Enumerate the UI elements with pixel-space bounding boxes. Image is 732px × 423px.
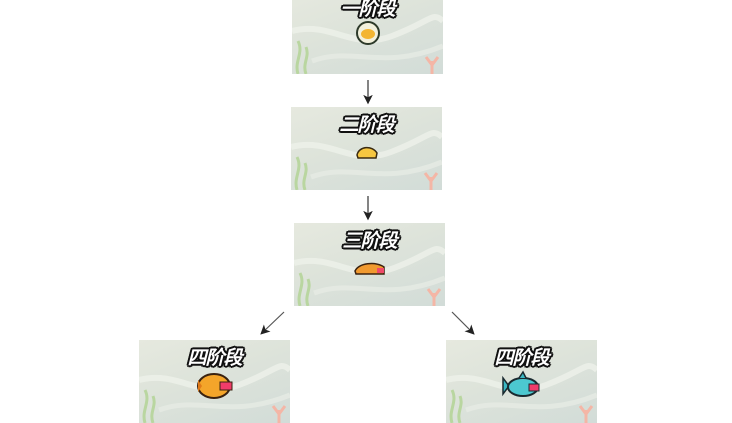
egg-fish-icon [355,21,380,45]
arrow-stage3-to-stage4a [260,311,285,335]
stage-2-title: 二阶段 [339,114,394,136]
stage-3-title: 三阶段 [342,230,397,252]
stage-4b-panel: 四阶段 [446,340,597,423]
small-yellow-fish-icon [355,146,378,159]
stage-3-panel: 三阶段 [294,223,445,306]
stage-4a-panel: 四阶段 [139,340,290,423]
underwater-background [292,14,443,74]
arrow-stage3-to-stage4b [451,311,475,335]
stage-1-panel: 一阶段 [292,0,443,74]
orange-fish-icon [353,262,385,275]
stage-2-panel: 二阶段 [291,107,442,190]
underwater-background [294,246,445,306]
arrows [260,80,475,335]
stage-4b-title: 四阶段 [494,347,549,369]
cyan-shark-fish-icon [501,370,539,397]
stage-1-title: 一阶段 [340,0,395,20]
stage-4a-title: 四阶段 [187,347,242,369]
underwater-background [291,130,442,190]
orange-puffer-fish-icon [196,373,232,399]
